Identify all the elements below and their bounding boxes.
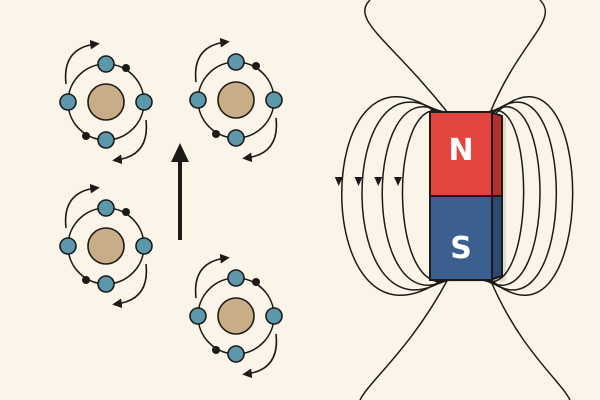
field-direction-icon (374, 177, 383, 186)
electron (97, 199, 115, 217)
electron (135, 237, 153, 255)
electron (189, 91, 207, 109)
electron (135, 93, 153, 111)
electron (227, 129, 245, 147)
orbit-marker (82, 276, 90, 284)
magnet-north-pole: N (429, 110, 503, 197)
nucleus (87, 83, 125, 121)
orbit-marker (122, 208, 130, 216)
field-line (489, 95, 574, 297)
atom-bottom-left (59, 183, 153, 309)
field-line (381, 105, 450, 287)
spin-arrow-icon (242, 117, 278, 163)
orbit-marker (252, 278, 260, 286)
electron (189, 307, 207, 325)
spin-arrow-icon (112, 119, 148, 165)
spin-arrow-icon (64, 39, 100, 85)
atom-top-left (59, 39, 153, 165)
electron (227, 269, 245, 287)
field-line (486, 101, 558, 291)
field-direction-icon (394, 177, 403, 186)
orbit-marker (122, 64, 130, 72)
field-direction-icon (334, 177, 343, 186)
field-line (483, 106, 541, 286)
field-line (489, 0, 546, 114)
field-line (359, 278, 449, 400)
atom-group (59, 37, 283, 379)
bar-magnet: N S (429, 110, 506, 282)
electron (265, 307, 283, 325)
atom-top-right (189, 37, 283, 163)
nucleus (217, 81, 255, 119)
orbit-marker (82, 132, 90, 140)
nucleus (217, 297, 255, 335)
field-line (341, 96, 444, 296)
electron (97, 55, 115, 73)
orbit-marker (212, 130, 220, 138)
electron (59, 93, 77, 111)
orbit-marker (212, 346, 220, 354)
spin-arrow-icon (194, 37, 230, 83)
field-line (364, 0, 449, 114)
magnet-south-pole: S (429, 195, 503, 282)
field-line (489, 278, 571, 400)
electron (265, 91, 283, 109)
orbit-marker (252, 62, 260, 70)
spin-arrow-icon (64, 183, 100, 229)
north-label: N (448, 133, 473, 168)
south-label: S (450, 231, 472, 266)
atom-bottom-right (189, 253, 283, 379)
electron (97, 275, 115, 293)
electron (97, 131, 115, 149)
electron (227, 345, 245, 363)
up-arrow-icon (171, 143, 189, 240)
electron (227, 53, 245, 71)
electron (59, 237, 77, 255)
spin-arrow-icon (194, 253, 230, 299)
field-direction-icon (354, 177, 363, 186)
field-line (480, 109, 525, 283)
spin-arrow-icon (242, 333, 278, 379)
field-line (361, 101, 447, 291)
spin-arrow-icon (112, 263, 148, 309)
nucleus (87, 227, 125, 265)
